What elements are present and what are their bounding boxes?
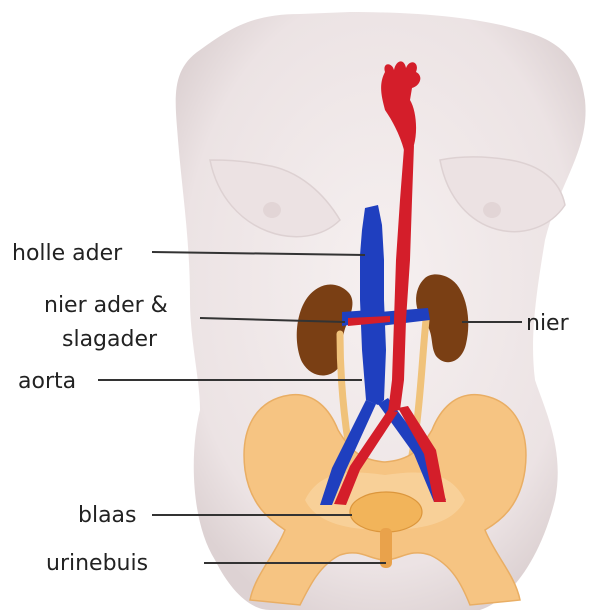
label-blaas: blaas	[78, 503, 137, 528]
label-nier-ader-line1: nier ader &	[44, 293, 168, 318]
label-nier-ader-line2: slagader	[62, 327, 158, 352]
label-nier: nier	[526, 311, 570, 336]
left-nipple	[263, 202, 281, 218]
label-aorta: aorta	[18, 369, 76, 394]
label-urinebuis: urinebuis	[46, 551, 148, 576]
bladder	[350, 492, 422, 532]
label-holle-ader: holle ader	[12, 241, 123, 266]
right-nipple	[483, 202, 501, 218]
